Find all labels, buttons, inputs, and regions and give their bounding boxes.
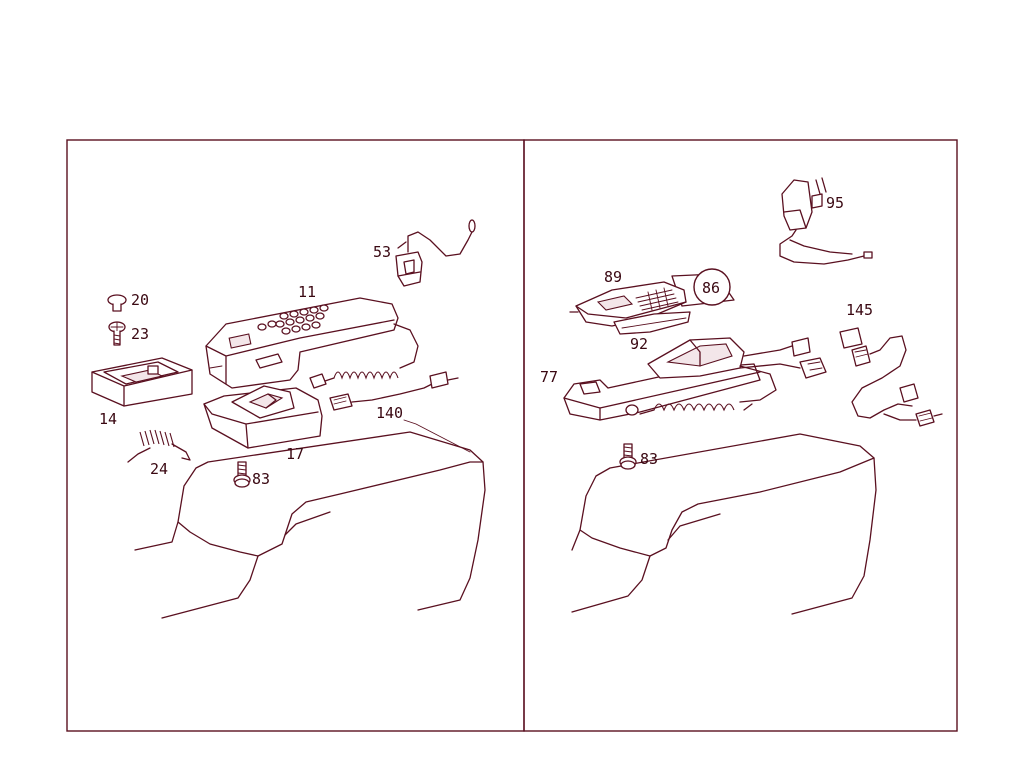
right-panel: 95 89 86 92 145 77 83 [540, 177, 943, 615]
callout-95: 95 [826, 194, 844, 212]
part-23-screw [108, 321, 126, 346]
part-95-charger [779, 177, 873, 265]
part-83-bolt-left [233, 461, 251, 488]
callout-14: 14 [99, 410, 117, 428]
part-77-cradle-harness [563, 337, 827, 421]
callout-24: 24 [150, 460, 168, 478]
callout-92: 92 [630, 335, 648, 353]
callout-140: 140 [376, 404, 403, 422]
armrest-outline-right [571, 433, 877, 615]
part-140-cable [329, 371, 459, 411]
leader-140 [403, 419, 471, 453]
callout-86-circle [693, 268, 731, 306]
part-92-phone-shell [613, 311, 691, 335]
part-14-holder-tray [91, 357, 193, 407]
armrest-outline-left [134, 431, 486, 619]
left-panel: 20 23 14 24 11 53 17 83 140 [91, 219, 486, 619]
callout-86: 86 [702, 279, 720, 297]
handset-coil-cord [309, 323, 419, 389]
part-20-clip [107, 294, 127, 312]
callout-83: 83 [252, 470, 270, 488]
callout-53: 53 [373, 243, 391, 261]
callout-77: 77 [540, 368, 558, 386]
callout-17: 17 [286, 445, 304, 463]
handset-keypad [257, 304, 329, 335]
part-24-spring [127, 429, 191, 463]
callout-20: 20 [131, 291, 149, 309]
part-53-antenna-connector [395, 219, 476, 287]
part-17-cradle [203, 385, 323, 449]
callout-83-right: 83 [640, 450, 658, 468]
part-145-cable [839, 327, 943, 427]
right-panel-frame [523, 139, 958, 732]
part-83-bolt-right [619, 443, 637, 470]
callout-11: 11 [298, 283, 316, 301]
callout-23: 23 [131, 325, 149, 343]
callout-89: 89 [604, 268, 622, 286]
part-11-handset [205, 297, 399, 389]
callout-145: 145 [846, 301, 873, 319]
